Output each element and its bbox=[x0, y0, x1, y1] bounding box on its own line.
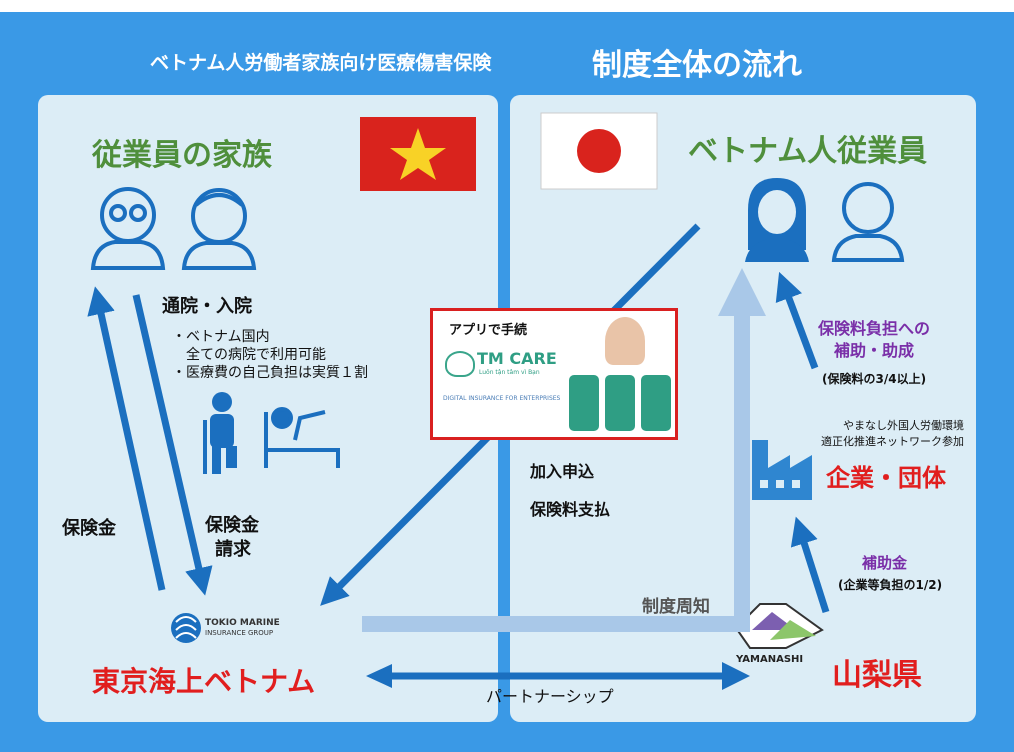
hospital-bullet1-line2: 全ての病院で利用可能 bbox=[186, 347, 326, 363]
partnership-label: パートナーシップ bbox=[486, 687, 614, 706]
female-employee-icon bbox=[745, 178, 809, 262]
enrollment-label: 加入申込 bbox=[530, 462, 595, 481]
arrow-grant bbox=[790, 516, 830, 614]
factory-icon bbox=[752, 440, 812, 500]
elderly-woman-icon bbox=[181, 188, 257, 270]
network-label-line2: 適正化推進ネットワーク参加 bbox=[821, 435, 964, 448]
hospital-bullet1-line1: ・ベトナム国内 bbox=[172, 329, 270, 345]
claim-label: 保険金 請求 bbox=[205, 514, 259, 562]
hospital-bullet1: ・ベトナム国内 全ての病院で利用可能 ・医療費の自己負担は実質１割 bbox=[172, 328, 368, 382]
app-model-photo bbox=[605, 317, 645, 365]
claim-label-line1: 保険金 bbox=[205, 515, 259, 536]
payout-label: 保険金 bbox=[62, 518, 116, 539]
title-sub: 制度全体の流れ bbox=[592, 48, 802, 83]
title-main: ベトナム人労働者家族向け医療傷害保険 bbox=[150, 52, 492, 74]
subsidy-label-line2: 補助・助成 bbox=[834, 341, 915, 360]
company-label: 企業・団体 bbox=[826, 464, 946, 492]
male-employee-icon bbox=[831, 182, 905, 262]
prefecture-label: 山梨県 bbox=[832, 658, 922, 693]
premium-label: 保険料支払 bbox=[530, 500, 611, 519]
tokio-logo-text: TOKIO MARINE INSURANCE GROUP bbox=[205, 618, 280, 638]
subsidy-label: 保険料負担への 補助・助成 bbox=[818, 318, 930, 362]
phone-screenshot-1 bbox=[569, 375, 599, 431]
phone-screenshot-2 bbox=[605, 375, 635, 431]
page-title-sub: 制度全体の流れ bbox=[592, 40, 802, 84]
hospital-title: 通院・入院 bbox=[162, 296, 252, 317]
insurer-label: 東京海上ベトナム bbox=[92, 665, 316, 698]
tokio-logo-line2: INSURANCE GROUP bbox=[205, 629, 274, 637]
network-label: やまなし外国人労働環境 適正化推進ネットワーク参加 bbox=[814, 418, 964, 450]
vietnam-flag bbox=[360, 117, 476, 191]
yamanashi-logo bbox=[734, 603, 824, 649]
tokio-marine-logo bbox=[171, 613, 201, 643]
elderly-man-icon bbox=[90, 187, 166, 270]
hospital-bullet2: ・医療費の自己負担は実質１割 bbox=[172, 365, 368, 381]
claim-label-line2: 請求 bbox=[215, 539, 251, 560]
app-card-label: アプリで手続 bbox=[449, 323, 528, 338]
subsidy-label-line1: 保険料負担への bbox=[818, 319, 931, 338]
app-card-tagline: Luôn tận tâm vì Bạn bbox=[479, 369, 540, 376]
arrow-payout bbox=[87, 286, 166, 591]
yamanashi-logo-text: YAMANASHI bbox=[736, 654, 804, 665]
network-label-line1: やまなし外国人労働環境 bbox=[843, 419, 964, 432]
employee-heading: ベトナム人従業員 bbox=[688, 134, 928, 169]
subsidy-note: (保険料の3/4以上) bbox=[822, 372, 927, 386]
page-title: ベトナム人労働者家族向け医療傷害保険 bbox=[150, 48, 491, 75]
hospital-bed-icon bbox=[264, 407, 340, 468]
arrow-partnership bbox=[366, 662, 750, 690]
family-heading: 従業員の家族 bbox=[92, 138, 272, 173]
app-card-footer: DIGITAL INSURANCE FOR ENTERPRISES bbox=[443, 395, 561, 402]
tokio-logo-line1: TOKIO MARINE bbox=[205, 618, 280, 628]
grant-label: 補助金 bbox=[862, 554, 908, 572]
crutch-patient-icon bbox=[203, 392, 237, 474]
awareness-label: 制度周知 bbox=[642, 597, 710, 617]
japan-flag bbox=[540, 112, 658, 190]
grant-note: (企業等負担の1/2) bbox=[838, 578, 943, 592]
phone-screenshot-3 bbox=[641, 375, 671, 431]
tm-care-heart-icon bbox=[445, 351, 475, 377]
app-card-brand: TM CARE bbox=[477, 349, 557, 368]
arrow-subsidy bbox=[775, 271, 819, 370]
arrow-awareness bbox=[362, 268, 766, 632]
app-card: アプリで手続 TM CARE Luôn tận tâm vì Bạn DIGIT… bbox=[430, 308, 678, 440]
arrow-claim bbox=[132, 294, 213, 596]
